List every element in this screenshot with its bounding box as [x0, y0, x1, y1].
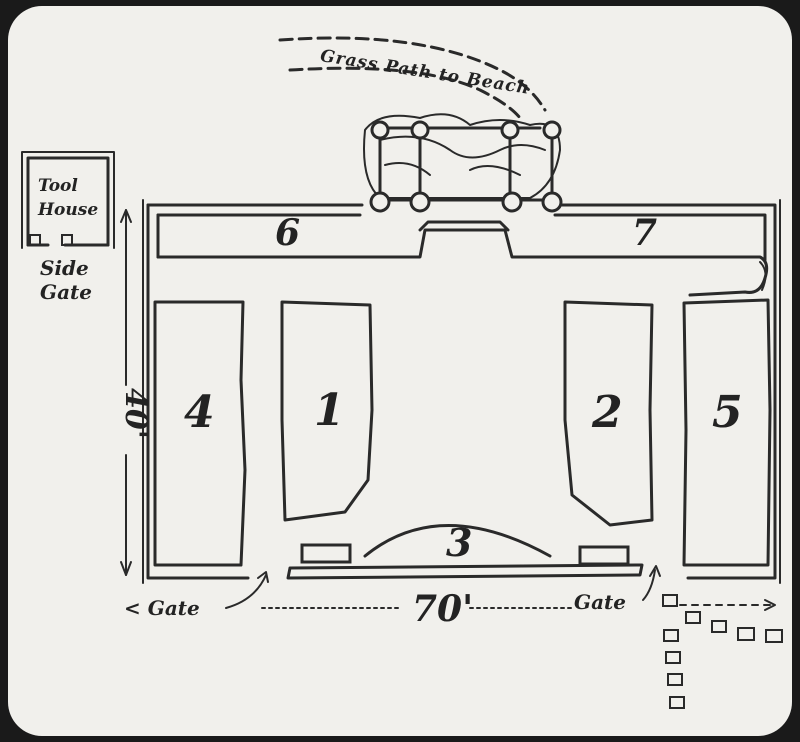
bed-5-outline: [682, 298, 772, 567]
gate-label-left: < Gate: [124, 596, 200, 620]
dimension-height-label: 40': [117, 388, 153, 439]
bed-number-6: 6: [275, 212, 301, 254]
arbor: [363, 113, 563, 213]
dimension-markers: [120, 209, 573, 609]
stepping-stones: [662, 594, 783, 709]
gate-arrows: [225, 565, 776, 611]
dimension-width-label: 70': [412, 588, 474, 630]
tool-house-label-line2: House: [38, 200, 99, 220]
bed-number-7: 7: [632, 212, 658, 254]
bed-1-outline: [280, 300, 374, 522]
bed-4-outline: [153, 300, 247, 567]
bed-number-1: 1: [314, 385, 345, 436]
bed-3-area: [286, 524, 644, 580]
bed-number-3: 3: [446, 520, 473, 565]
top-border-strip: [156, 213, 769, 297]
garden-boundary: [142, 199, 781, 584]
bed-number-4: 4: [184, 387, 215, 438]
tool-house: [21, 151, 115, 249]
side-gate-label-line2: Gate: [40, 280, 93, 304]
bed-2-outline: [563, 300, 654, 527]
tool-house-label-line1: Tool: [38, 176, 78, 196]
bed-number-2: 2: [592, 387, 623, 438]
gate-left-text: Gate: [147, 596, 200, 620]
side-gate-label-line1: Side: [40, 256, 89, 280]
grass-path: [278, 36, 547, 120]
bed-number-5: 5: [712, 387, 743, 438]
gate-label-right: Gate: [574, 590, 627, 614]
